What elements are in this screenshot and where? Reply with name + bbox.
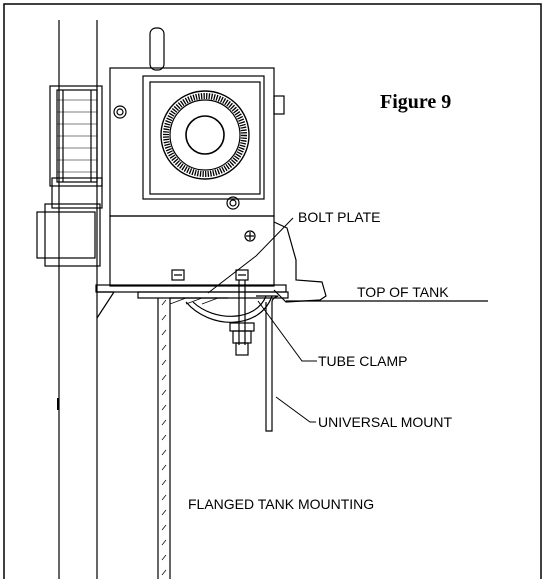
enclosure [109, 67, 285, 217]
figure-title: Figure 9 [380, 91, 452, 113]
universal-mount-shape [256, 295, 279, 432]
lower-housing [109, 215, 275, 287]
brace [96, 291, 115, 319]
bolt-heads [171, 269, 249, 281]
tube-clamp-label: TUBE CLAMP [318, 353, 408, 369]
tank-wall [157, 297, 228, 579]
bolt-plate-label: BOLT PLATE [298, 209, 381, 225]
dial [160, 90, 250, 180]
bolt-shank [229, 280, 255, 356]
antenna [149, 27, 165, 71]
top-of-tank-label: TOP OF TANK [357, 284, 449, 300]
universal-mount-label: UNIVERSAL MOUNT [318, 414, 453, 430]
flanged-tank-mounting-label: FLANGED TANK MOUNTING [188, 496, 375, 512]
side-box [36, 177, 103, 267]
tube-clamp-shape [185, 295, 273, 323]
leader-lines [207, 217, 317, 423]
latch [273, 221, 327, 303]
figure-frame [3, 3, 542, 579]
side-pulley [49, 85, 103, 187]
